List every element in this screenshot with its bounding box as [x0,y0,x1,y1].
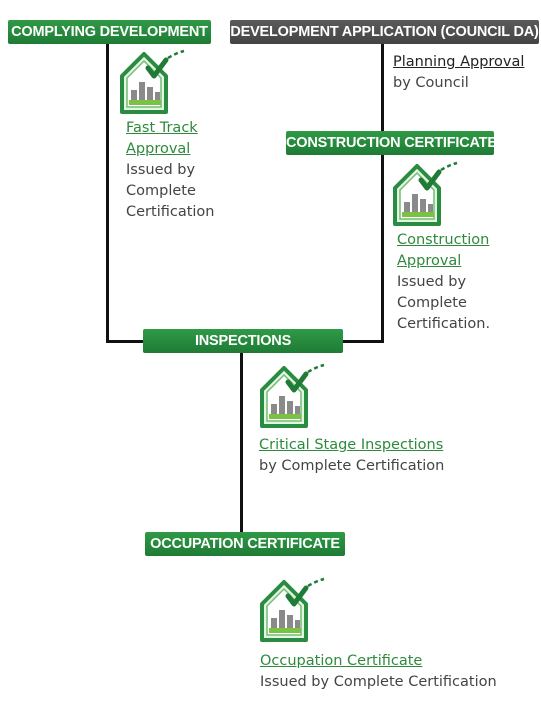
construction-certificate-header: CONSTRUCTION CERTIFICATE [286,131,497,155]
occupation-certificate-header: OCCUPATION CERTIFICATE [145,532,345,556]
house-chart-check-icon [260,363,325,428]
fast-track-link-line2[interactable]: Approval [126,141,191,157]
construction-line2: Complete [397,295,467,311]
occupation-certificate-link[interactable]: Occupation Certificate [260,653,423,669]
critical-stage-block: Critical Stage Inspections by Complete C… [259,435,444,477]
inspections-header: INSPECTIONS [143,329,343,353]
connector-left-vertical [106,40,109,342]
construction-line1: Issued by [397,274,467,290]
critical-stage-link[interactable]: Critical Stage Inspections [259,437,444,453]
connector-right-vertical [381,40,384,342]
connector-center-vertical [240,350,243,535]
construction-approval-link[interactable]: Construction [397,232,490,248]
fast-track-link[interactable]: Fast Track [126,120,198,136]
council-da-header: DEVELOPMENT APPLICATION (COUNCIL DA) [230,20,539,44]
complying-development-header: COMPLYING DEVELOPMENT [8,20,211,44]
occupation-sub: Issued by Complete Certification [260,674,497,690]
house-chart-check-icon [393,161,458,226]
fast-track-line2: Complete [126,183,196,199]
construction-approval-link-line2[interactable]: Approval [397,253,462,269]
planning-approval-block: Planning Approval by Council [393,52,524,94]
critical-stage-sub: by Complete Certification [259,458,445,474]
planning-approval-sub: by Council [393,75,469,91]
house-chart-check-icon [120,49,185,114]
fast-track-line3: Certification [126,204,215,220]
construction-line3: Certification. [397,316,491,332]
occupation-block: Occupation Certificate Issued by Complet… [260,651,497,693]
fast-track-line1: Issued by [126,162,196,178]
house-chart-check-icon [260,577,325,642]
construction-approval-block: Construction Approval Issued by Complete… [397,230,490,335]
planning-approval-link[interactable]: Planning Approval [393,54,525,70]
fast-track-block: Fast Track Approval Issued by Complete C… [126,118,215,223]
